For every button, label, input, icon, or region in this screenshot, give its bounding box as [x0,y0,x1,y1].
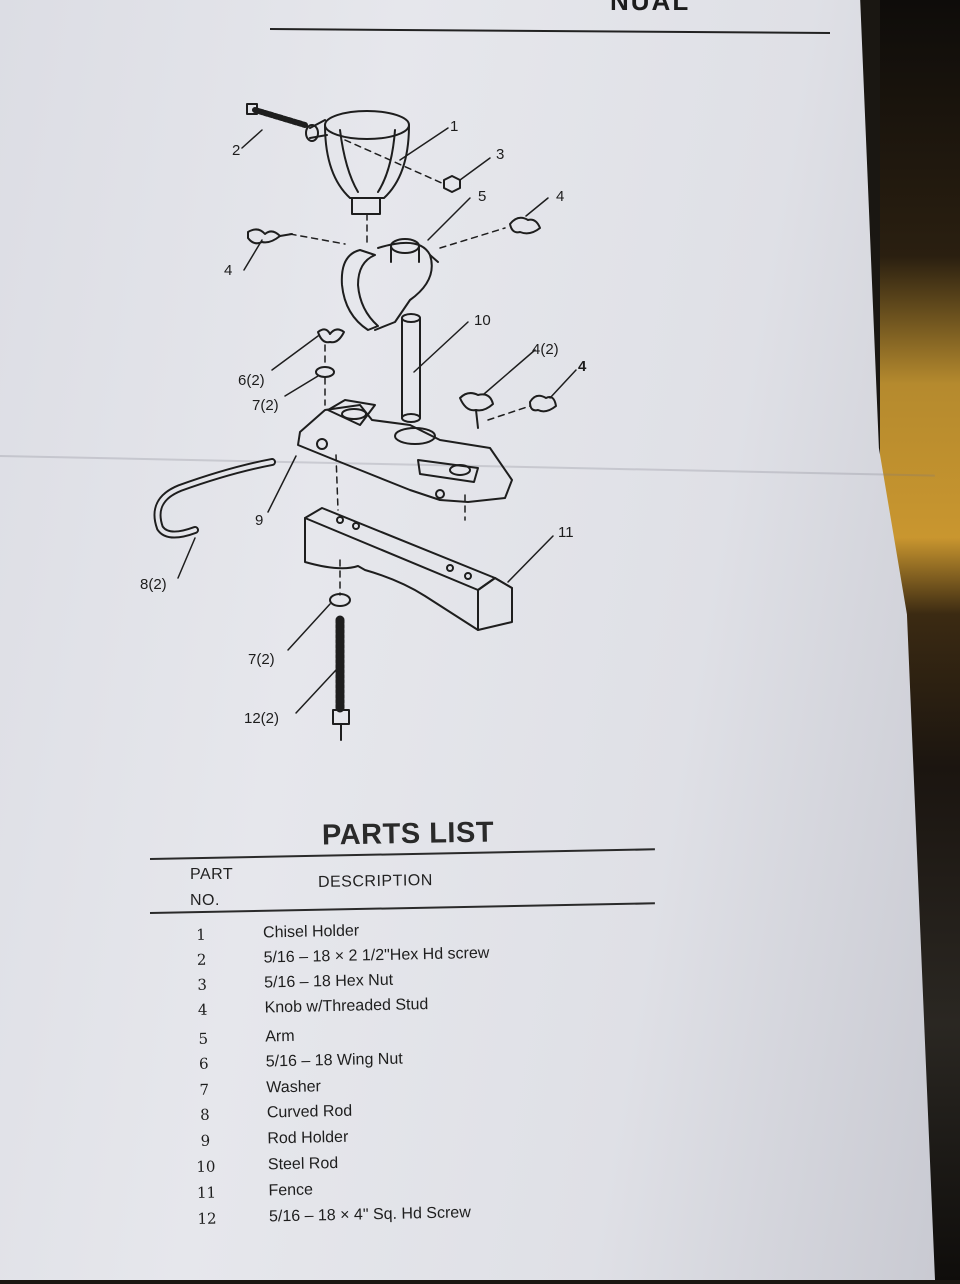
callout-2: 2 [232,142,241,159]
wing-nut-part [317,328,345,344]
callout-9: 9 [255,512,264,529]
callout-4-far: 4 [578,358,587,375]
callout-11: 11 [558,524,574,541]
washer-upper-part [315,366,335,378]
callout-3: 3 [496,146,505,163]
callout-7-2-upper: 7(2) [252,397,279,414]
callout-4-2: 4(2) [532,341,559,358]
callout-7-2-lower: 7(2) [248,651,275,668]
fence-part [304,507,513,631]
knob-right-part [509,216,541,235]
callout-8-2: 8(2) [140,576,167,593]
chisel-holder-part [305,110,410,215]
callout-6-2: 6(2) [238,372,265,389]
page-header-partial: NUAL [610,0,691,16]
knob-far-right-part [529,394,557,413]
callout-12-2: 12(2) [244,710,280,727]
manual-page [0,0,935,1280]
hex-nut-part [443,175,461,193]
arm-part [340,238,439,331]
exploded-diagram [153,103,577,741]
callout-4-right: 4 [556,188,565,205]
callout-5: 5 [478,188,487,205]
col-header-part: PART [190,866,234,883]
sq-screw-part [332,615,350,741]
callout-4-left: 4 [224,262,233,279]
callout-10: 10 [474,312,491,329]
knob-mid-part [459,392,494,429]
curved-rod-part [153,458,276,539]
steel-rod-part [401,313,421,423]
callout-1: 1 [450,118,459,135]
hex-screw-part [246,103,308,128]
col-header-no: NO. [190,892,220,909]
rod-holder-part [297,399,513,503]
